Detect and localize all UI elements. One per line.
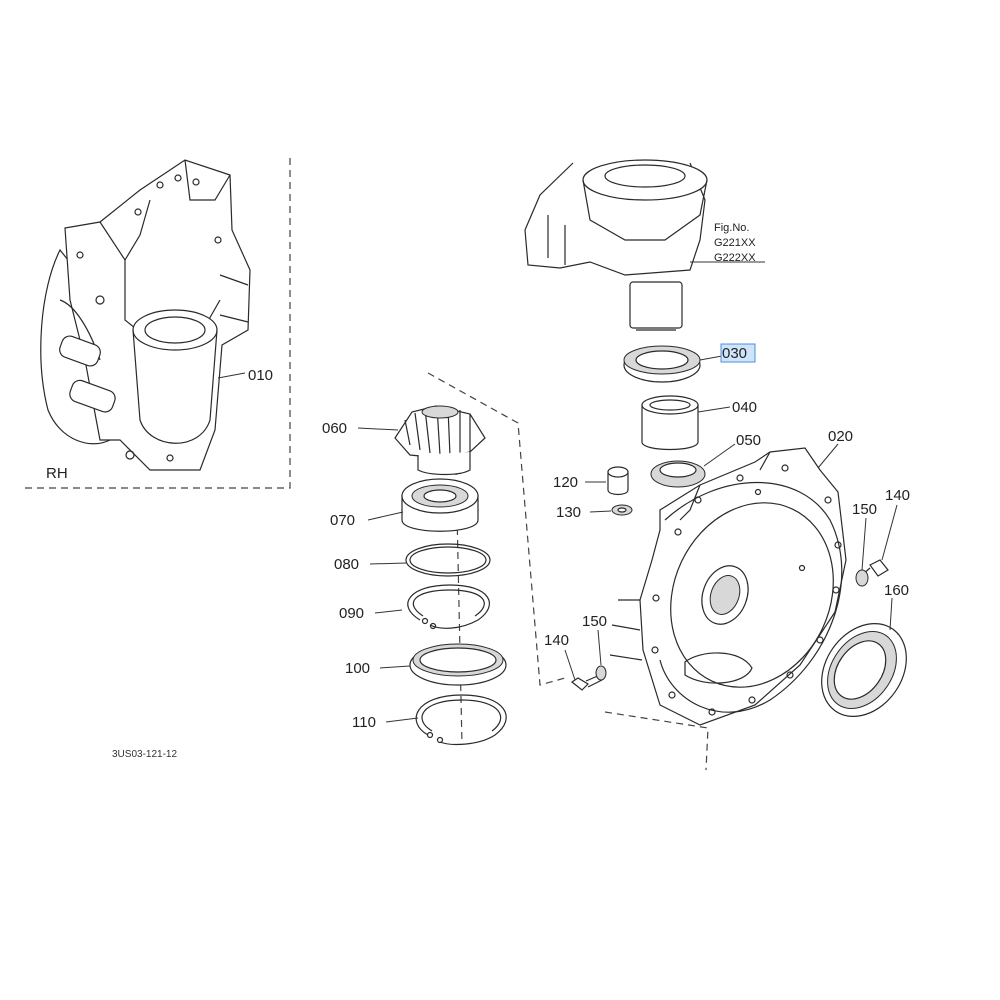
callout-110[interactable]: 110	[352, 714, 376, 731]
callout-030-highlight	[720, 343, 756, 363]
part-150-washer-left[interactable]	[595, 665, 607, 681]
leader-010	[217, 372, 246, 379]
callout-050[interactable]: 050	[736, 432, 761, 449]
part-120-plug[interactable]	[607, 466, 629, 496]
drawing-code: 3US03-121-12	[112, 749, 177, 760]
leader-030	[699, 355, 723, 361]
part-100-spacer[interactable]	[409, 643, 507, 686]
leader-130	[589, 510, 612, 513]
part-130-washer[interactable]	[611, 504, 633, 516]
fig-code-1: G221XX	[714, 237, 756, 249]
callout-160[interactable]: 160	[884, 582, 909, 599]
callout-140-right[interactable]: 140	[885, 487, 910, 504]
fig-code-2: G222XX	[714, 252, 756, 264]
leader-080	[369, 562, 407, 565]
part-110-circlip[interactable]	[415, 694, 507, 746]
callout-080[interactable]: 080	[334, 556, 359, 573]
part-040-bushing[interactable]	[641, 395, 699, 451]
part-090-circlip[interactable]	[407, 584, 490, 630]
callout-070[interactable]: 070	[330, 512, 355, 529]
callout-150-left[interactable]: 150	[582, 613, 607, 630]
leader-040	[697, 406, 731, 413]
part-020-housing[interactable]	[609, 447, 863, 726]
leader-100	[379, 665, 411, 669]
rh-inset: 010 RH	[22, 158, 291, 489]
stack-bracket-lower	[604, 711, 709, 771]
leader-020	[817, 443, 839, 469]
callout-030[interactable]: 030	[722, 345, 747, 362]
upper-assembly-reference	[524, 159, 708, 331]
callout-010[interactable]: 010	[248, 367, 273, 384]
part-010-housing[interactable]	[40, 159, 251, 471]
callout-130[interactable]: 130	[556, 504, 581, 521]
leader-150-right	[861, 517, 867, 571]
part-150-washer-right[interactable]	[855, 569, 869, 587]
leader-150-left	[597, 629, 602, 666]
leader-090	[374, 609, 403, 614]
part-160-seal[interactable]	[804, 607, 924, 733]
part-050-seal[interactable]	[650, 460, 706, 488]
stack-bracket-upper	[427, 372, 566, 686]
leader-140-left	[564, 649, 576, 681]
callout-020[interactable]: 020	[828, 428, 853, 445]
fig-no-label: Fig.No.	[714, 222, 749, 234]
inset-border	[22, 158, 291, 489]
leader-070	[367, 511, 404, 521]
callout-140-left[interactable]: 140	[544, 632, 569, 649]
part-080-ring[interactable]	[405, 543, 491, 577]
leader-110	[385, 717, 419, 723]
part-030-seal[interactable]	[623, 345, 701, 383]
callout-150-right[interactable]: 150	[852, 501, 877, 518]
callout-120[interactable]: 120	[553, 474, 578, 491]
part-070-bearing[interactable]	[401, 478, 479, 532]
side-label: RH	[46, 465, 68, 482]
callout-060[interactable]: 060	[322, 420, 347, 437]
leader-060	[357, 427, 399, 431]
leader-160	[889, 597, 893, 631]
part-060-bevel-gear[interactable]	[394, 405, 486, 476]
callout-090[interactable]: 090	[339, 605, 364, 622]
callout-040[interactable]: 040	[732, 399, 757, 416]
part-140-bolt-left[interactable]	[570, 674, 603, 691]
leader-140-right	[881, 504, 898, 561]
leader-050	[703, 443, 736, 467]
callout-100[interactable]: 100	[345, 660, 370, 677]
